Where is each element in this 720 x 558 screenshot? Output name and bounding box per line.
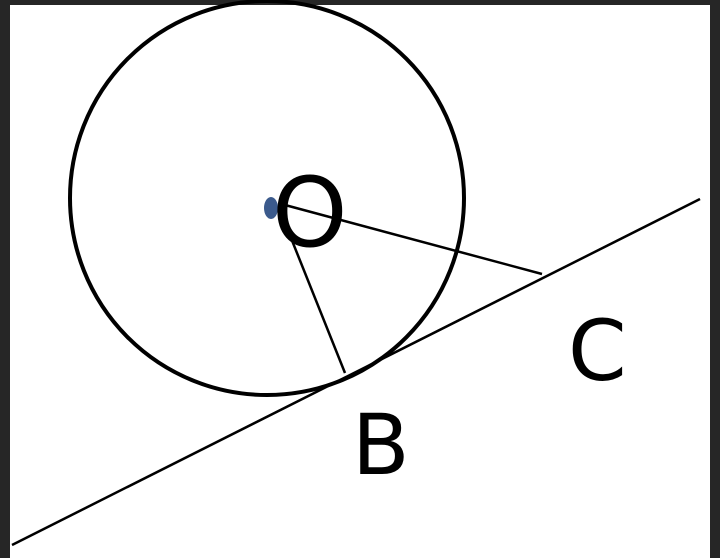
label-center-o: O [272,157,348,269]
label-external-point-c: C [568,302,627,400]
segment-ob [285,227,347,374]
diagram-canvas [10,5,710,558]
circle-o [68,0,466,397]
tangent-line [11,197,701,547]
center-point [264,197,278,219]
segment-oc [284,203,543,276]
label-tangent-point-b: B [352,396,410,494]
